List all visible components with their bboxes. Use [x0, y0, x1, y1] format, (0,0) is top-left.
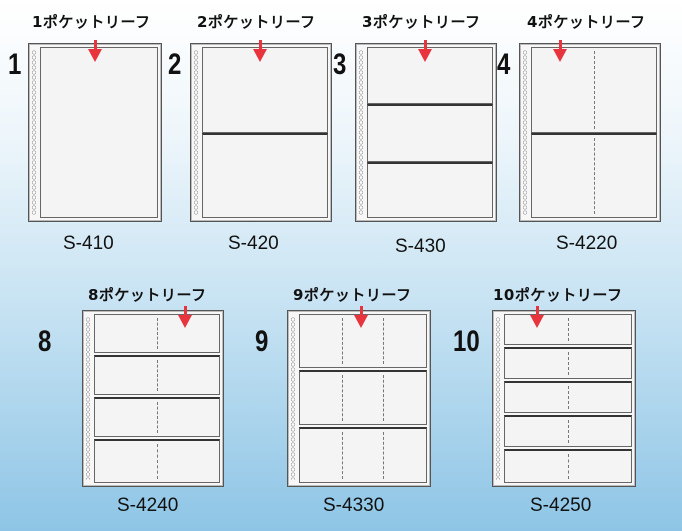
- product-code: S-4250: [530, 495, 592, 516]
- pocket: [504, 347, 632, 379]
- pocket: [504, 415, 632, 447]
- product-code: S-4240: [117, 495, 179, 516]
- pocket: [94, 439, 220, 483]
- pocket-count-label: 10: [453, 325, 480, 358]
- refill-sheet: [355, 43, 497, 222]
- binder-holes-icon: [358, 50, 364, 215]
- refill-sheet: [492, 310, 636, 487]
- refill-sheet: [82, 310, 224, 487]
- pocket: [367, 162, 493, 218]
- product-title: 3ポケットリーフ: [362, 13, 481, 31]
- pocket-count-label: 4: [497, 48, 511, 81]
- pocket: [504, 449, 632, 483]
- pocket: [504, 381, 632, 413]
- binder-holes-icon: [290, 317, 296, 480]
- pocket-count-label: 3: [333, 48, 347, 81]
- product-code: S-410: [63, 233, 114, 254]
- pocket: [504, 314, 632, 345]
- pocket: [299, 427, 427, 483]
- product-title: 9ポケットリーフ: [293, 286, 412, 304]
- pocket-count-label: 9: [255, 325, 269, 358]
- product-code: S-4330: [323, 495, 385, 516]
- product-title: 10ポケットリーフ: [493, 286, 623, 304]
- binder-holes-icon: [495, 317, 501, 480]
- binder-holes-icon: [85, 317, 91, 480]
- refill-sheet: [519, 43, 661, 222]
- pocket: [202, 133, 328, 218]
- pocket: [94, 314, 220, 353]
- pocket: [299, 370, 427, 425]
- binder-holes-icon: [31, 50, 37, 215]
- refill-sheet: [28, 43, 162, 222]
- product-title: 1ポケットリーフ: [32, 13, 151, 31]
- pocket-count-label: 2: [168, 48, 182, 81]
- pocket: [367, 104, 493, 162]
- binder-holes-icon: [193, 50, 199, 215]
- binder-holes-icon: [522, 50, 528, 215]
- product-code: S-4220: [556, 233, 618, 254]
- pocket: [531, 47, 657, 133]
- pocket-count-label: 8: [38, 325, 52, 358]
- pocket: [40, 47, 158, 218]
- product-code: S-420: [228, 233, 279, 254]
- product-code: S-430: [395, 236, 446, 257]
- product-title: 8ポケットリーフ: [88, 286, 207, 304]
- product-title: 2ポケットリーフ: [197, 13, 316, 31]
- refill-sheet: [190, 43, 332, 222]
- pocket: [531, 133, 657, 218]
- pocket: [94, 355, 220, 395]
- pocket-count-label: 1: [8, 48, 22, 81]
- product-title: 4ポケットリーフ: [527, 13, 646, 31]
- refill-sheet: [287, 310, 431, 487]
- pocket: [94, 397, 220, 437]
